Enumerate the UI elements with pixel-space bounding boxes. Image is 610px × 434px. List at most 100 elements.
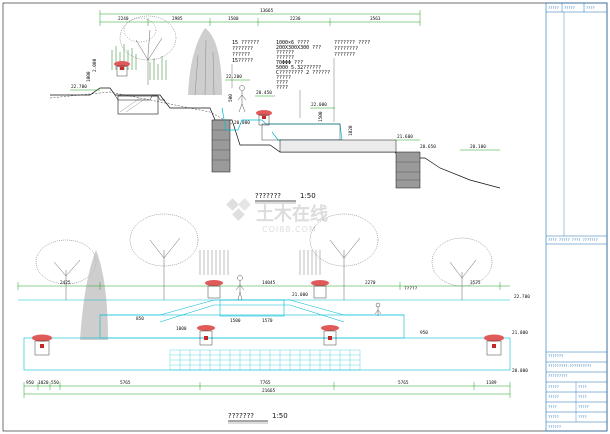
- scale-figure-icon: [235, 275, 382, 316]
- shrub-row: [199, 250, 321, 275]
- svg-text:????????: ????????: [334, 46, 358, 52]
- elev-dim-mid-1: 1500: [230, 318, 241, 324]
- stone-column: [211, 119, 231, 173]
- elevation-bottom-dims: [23, 382, 511, 398]
- top-dim-overall: 13665: [260, 8, 274, 14]
- lamp-post-icon: [114, 61, 130, 77]
- elev-level-2: 21.000: [292, 292, 308, 298]
- level-6: 20.650: [420, 144, 436, 150]
- elev-level-3: 21.000: [512, 330, 528, 336]
- svg-text:????: ????: [276, 85, 288, 91]
- lamp-post-icon: [256, 110, 272, 126]
- elev-dim-top-2: 14045: [262, 280, 276, 286]
- elev-dim-bot-5: 7765: [260, 380, 271, 386]
- elev-dim-mid-5: 850: [136, 316, 144, 322]
- top-dim-2: 2985: [172, 16, 183, 22]
- top-dim-5: 3563: [370, 16, 381, 22]
- elevation-top-dims: [17, 282, 510, 290]
- level-8: 20.000: [234, 120, 250, 126]
- svg-text:??????: ??????: [276, 50, 294, 56]
- top-dim-4: 2230: [290, 16, 301, 22]
- earth-hatch: [49, 91, 233, 125]
- tb-field-4: ????: [578, 395, 587, 399]
- notes-group-a: 15 ?????? ??????? ?????? 15?????: [231, 40, 259, 88]
- section-scale: 1:50: [300, 192, 316, 200]
- watermark-sub: COI88.COM: [262, 225, 317, 234]
- tb-field-2: ????: [578, 385, 587, 389]
- tb-project-2: ?????????·??????????: [548, 364, 591, 368]
- tree-icon: [309, 213, 379, 300]
- tb-header-2: ?????: [564, 6, 575, 10]
- elev-dim-bot-3: 550: [51, 380, 59, 386]
- svg-text:????: ????: [276, 80, 288, 86]
- level-4: 22.000: [311, 102, 327, 108]
- title-block: ????? ????? ???? ???? ????? ???? ???????…: [545, 2, 608, 432]
- elev-dim-overall: 21665: [262, 388, 276, 394]
- top-dim-3: 1500: [228, 16, 239, 22]
- section-title: ???????: [255, 192, 281, 200]
- elev-dim-bot-6: 5765: [398, 380, 409, 386]
- svg-text:??????: ??????: [232, 52, 250, 58]
- tb-header-1: ?????: [548, 6, 559, 10]
- lamp-post-icon: [32, 334, 52, 356]
- svg-text:70ΦΦΦ ???: 70ΦΦΦ ???: [276, 60, 303, 66]
- svg-text:??????: ??????: [276, 55, 294, 61]
- level-7: 20.100: [470, 144, 486, 150]
- tree-icon: [431, 237, 493, 300]
- svg-text:15 ??????: 15 ??????: [232, 40, 259, 46]
- willow-tree-icon: [188, 28, 222, 96]
- notes-group-b: 1000×6 ???? 200X300X300 ??? ?????? ?????…: [276, 40, 330, 118]
- elevation-markers: [70, 79, 500, 151]
- lamp-post-icon: [321, 325, 339, 346]
- svg-text:??????? ????: ??????? ????: [334, 40, 370, 46]
- svg-text:200X300X300 ???: 200X300X300 ???: [276, 45, 321, 51]
- svg-text:1000×6 ????: 1000×6 ????: [276, 40, 309, 46]
- level-3: 20.450: [256, 90, 272, 96]
- elev-dim-bot-2: 1020: [38, 380, 49, 386]
- section-drawing: 22.700 22.200 20.450 22.000 21.600 20.65…: [49, 8, 501, 204]
- scale-figure-icon: [237, 85, 247, 113]
- ground-line: [50, 87, 501, 189]
- side-dim-3: 500: [228, 94, 234, 102]
- watermark-logo-icon: [226, 198, 251, 221]
- tb-field-6: ?????: [578, 405, 589, 409]
- top-dim-1: 2240: [118, 16, 129, 22]
- svg-text:5000 5.32??????: 5000 5.32??????: [276, 65, 321, 71]
- lamp-post-icon: [197, 325, 215, 346]
- willow-tree-icon: [80, 250, 108, 340]
- side-dim-1: 1000: [86, 71, 92, 82]
- tb-project-1: ???????: [548, 354, 563, 358]
- tb-field-8: ????: [578, 415, 587, 419]
- elev-dim-top-5: 3575: [470, 280, 481, 286]
- tb-field-1: ?????: [548, 385, 559, 389]
- elev-dim-bot-4: 5765: [120, 380, 131, 386]
- tb-project-3: ?????????: [548, 374, 567, 378]
- elevation-scale: 1:50: [272, 412, 288, 420]
- tb-field-3: ?????: [548, 395, 559, 399]
- elev-dim-top-4: ?????: [404, 286, 418, 292]
- retaining-wall-left: [117, 95, 159, 115]
- elevation-drawing: 2425 14045 2270 ????? 3575 22.700: [17, 213, 530, 424]
- watermark-main: 土木在线: [256, 203, 328, 225]
- svg-text:C???????? 2 ??????: C???????? 2 ??????: [276, 70, 330, 76]
- stone-base: [169, 349, 361, 371]
- elev-dim-mid-2: 1570: [262, 318, 273, 324]
- top-dimension-chain: [99, 10, 421, 26]
- level-5: 21.600: [397, 134, 413, 140]
- shrub-row: [111, 44, 167, 80]
- svg-text:???????: ???????: [334, 52, 355, 58]
- elev-dim-bot-1: 950: [26, 380, 34, 386]
- notes-group-c: ??????? ???? ???????? ???????: [333, 40, 370, 122]
- level-1: 22.700: [71, 84, 87, 90]
- svg-text:15?????: 15?????: [232, 58, 253, 64]
- tb-field-7: ?????: [548, 415, 559, 419]
- elev-dim-top-1: 2425: [60, 280, 71, 286]
- elev-dim-bot-7: 1189: [486, 380, 497, 386]
- tb-field-5: ????: [548, 405, 557, 409]
- elev-dim-mid-4: 950: [420, 330, 428, 336]
- lamp-post-icon: [311, 280, 329, 299]
- tb-header-3: ????: [586, 6, 595, 10]
- elev-level-4: 20.000: [512, 368, 528, 374]
- tb-field-9: ??????: [548, 425, 561, 429]
